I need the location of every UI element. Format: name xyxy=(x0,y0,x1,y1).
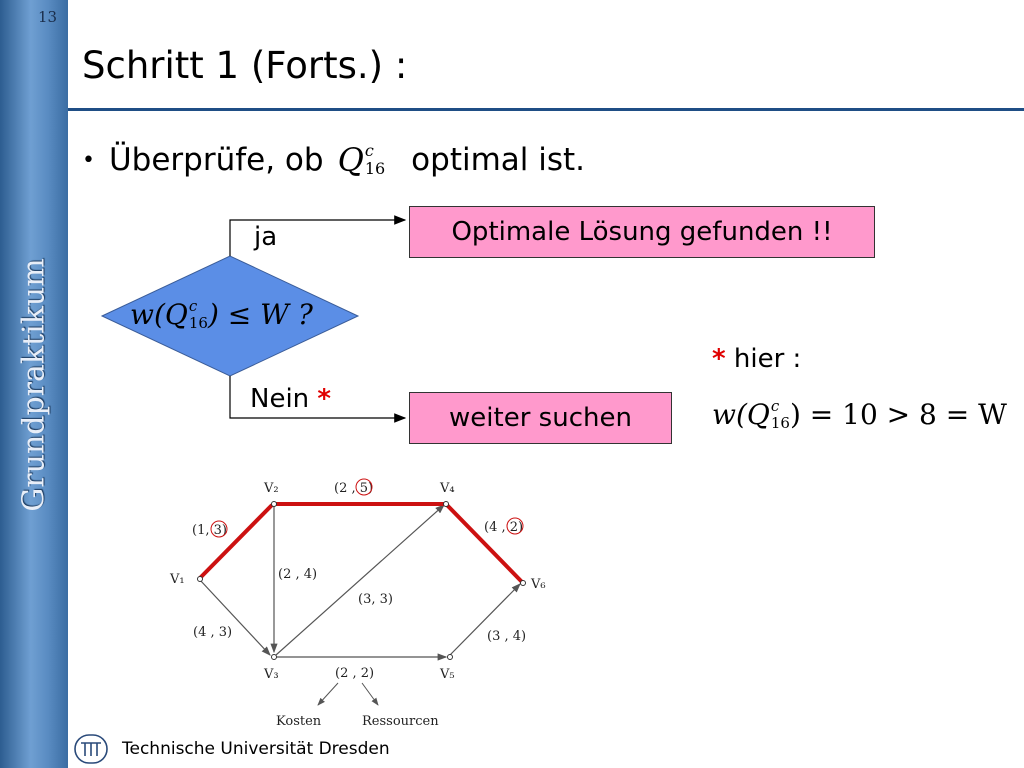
node-label-v2: V₂ xyxy=(263,481,279,496)
edge-v4-v6 xyxy=(444,502,524,584)
edge-label-v3-v4: (3, 3) xyxy=(358,592,393,607)
edge-label-v2-v3: (2 , 4) xyxy=(278,567,317,582)
condition-sub: 16 xyxy=(188,313,208,332)
title-divider xyxy=(68,108,1024,111)
node-v6 xyxy=(520,580,526,586)
decision-condition: w( Q c 16 ) ≤ W ? xyxy=(130,298,313,331)
edge-label-v4-v6: (4 , 2) xyxy=(484,520,523,535)
condition-w: w( xyxy=(130,298,165,331)
page-number: 13 xyxy=(38,8,58,26)
math-base: Q xyxy=(337,141,364,179)
note-equation: w( Q c 16 ) = 10 > 8 = W xyxy=(712,398,1007,431)
node-label-v6: V₆ xyxy=(530,577,546,592)
no-arrow xyxy=(229,376,407,423)
edge-label-v1-v3: (4 , 3) xyxy=(193,625,232,640)
note-label: hier : xyxy=(733,344,802,374)
slide-title: Schritt 1 (Forts.) : xyxy=(82,44,408,87)
result-search-box: weiter suchen xyxy=(409,392,672,444)
legend-resource-label: Ressourcen xyxy=(362,714,439,729)
yes-label: ja xyxy=(254,222,278,252)
no-label: Nein xyxy=(250,384,310,414)
node-label-v4: V₄ xyxy=(439,481,455,496)
condition-sup: c xyxy=(188,296,198,315)
node-v4 xyxy=(443,501,449,507)
node-v3 xyxy=(271,654,277,660)
no-star-marker: * xyxy=(317,384,332,414)
edge-v3-v4 xyxy=(275,504,445,656)
edge-v1-v2 xyxy=(198,503,274,580)
bullet-suffix: optimal ist. xyxy=(411,142,586,178)
edge-v1-v3 xyxy=(199,579,271,656)
sidebar: 13 Grundpraktikum xyxy=(0,0,68,768)
bullet-prefix: Überprüfe, ob xyxy=(108,142,324,178)
eq-q: Q xyxy=(746,398,770,431)
legend-cost-label: Kosten xyxy=(276,714,322,729)
edge-label-v2-v4: (2 , 5) xyxy=(334,481,373,496)
footer: Technische Universität Dresden xyxy=(74,734,390,764)
eq-sub: 16 xyxy=(770,413,790,432)
note-star-marker: * xyxy=(712,344,726,374)
resource-highlight-v2-v4 xyxy=(355,478,373,496)
node-label-v3: V₃ xyxy=(263,667,279,682)
eq-rest: ) = 10 > 8 = W xyxy=(789,398,1007,431)
yes-arrow xyxy=(229,215,407,256)
node-v2 xyxy=(271,501,277,507)
legend-cost-arrow xyxy=(317,682,339,706)
no-label-group: Nein * xyxy=(250,384,331,414)
eq-w: w( xyxy=(712,398,747,431)
bullet-item: • Überprüfe, ob Q c 16 optimal ist. xyxy=(82,135,585,185)
edge-label-v5-v6: (3 , 4) xyxy=(487,629,526,644)
eq-sup: c xyxy=(770,396,780,415)
bullet-icon: • xyxy=(82,147,95,173)
result-found-box: Optimale Lösung gefunden !! xyxy=(409,206,875,258)
math-sub: 16 xyxy=(364,159,386,178)
resource-highlight-v4-v6 xyxy=(506,517,524,535)
legend-resource-arrow xyxy=(361,682,379,706)
footer-institution: Technische Universität Dresden xyxy=(122,739,390,759)
condition-q: Q xyxy=(164,298,188,331)
node-v5 xyxy=(447,654,453,660)
edge-label-v1-v2: (1, 3) xyxy=(192,523,227,538)
edge-v5-v6 xyxy=(449,583,521,656)
bullet-math: Q c 16 xyxy=(338,141,386,179)
university-logo-icon xyxy=(74,734,108,764)
node-label-v1: V₁ xyxy=(169,572,185,587)
note-heading: * hier : xyxy=(712,344,801,374)
math-sup: c xyxy=(364,141,374,160)
node-v1 xyxy=(197,576,203,582)
edge-label-v3-v5: (2 , 2) xyxy=(335,666,374,681)
condition-rest: ) ≤ W ? xyxy=(207,298,313,331)
decision-diamond xyxy=(100,255,360,377)
resource-highlight-v1-v2 xyxy=(210,520,228,538)
node-label-v5: V₅ xyxy=(439,667,455,682)
